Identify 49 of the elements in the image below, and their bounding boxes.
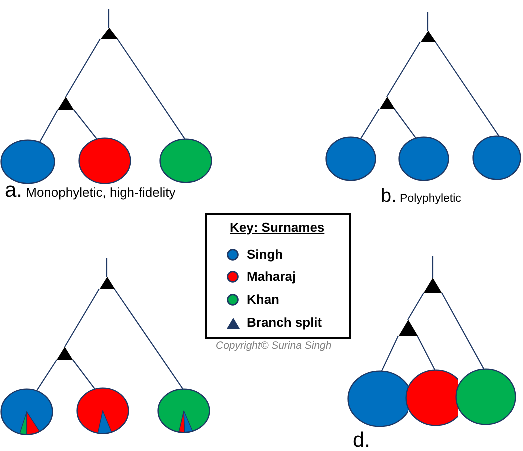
surname-pie-circle (157, 388, 211, 434)
panel-caption: a. Monophyletic, high-fidelity (5, 180, 176, 201)
panel-caption: d. (353, 430, 371, 451)
branch-split-marker (424, 278, 442, 293)
surname-circle (405, 369, 458, 427)
branch-line (114, 288, 184, 390)
branch-line (40, 110, 58, 143)
stem-line (427, 12, 429, 31)
surname-circle (472, 135, 522, 181)
legend-label: Singh (247, 247, 284, 263)
branch-line (66, 38, 101, 98)
branch-split-marker (100, 28, 118, 39)
surname-circle (0, 139, 56, 185)
branch-split-marker (380, 97, 394, 109)
surname-pie-circle (0, 388, 54, 436)
branch-line (72, 360, 96, 390)
stem-line (106, 258, 108, 277)
branch-line (360, 108, 380, 140)
panel-caption: b. Polyphyletic (381, 187, 462, 206)
branch-line (435, 42, 500, 136)
branch-line (417, 336, 436, 370)
legend-label: Khan (247, 292, 280, 308)
surname-circle (347, 370, 408, 428)
branch-line (382, 336, 399, 372)
branch-line (117, 38, 186, 140)
surname-pie-circle (76, 387, 130, 435)
branch-line (386, 42, 421, 98)
legend-label: Branch split (247, 315, 322, 331)
branch-line (408, 292, 424, 320)
branch-split-marker (100, 277, 114, 289)
branch-line (36, 360, 58, 392)
stem-line (432, 256, 434, 278)
surname-circle (398, 136, 450, 182)
branch-split-marker (58, 97, 74, 110)
branch-line (394, 108, 416, 138)
copyright-note: Copyright© Surina Singh (216, 341, 332, 352)
branch-split-marker (420, 31, 436, 42)
legend-label: Maharaj (247, 269, 296, 285)
surname-circle (325, 136, 377, 182)
branch-split-marker (57, 347, 73, 360)
branch-line (64, 288, 100, 348)
stem-line (108, 9, 110, 28)
branch-line (74, 110, 98, 140)
branch-split-marker (398, 320, 418, 336)
surname-circle (455, 368, 517, 426)
surname-circle (78, 137, 132, 185)
surname-circle (159, 138, 213, 184)
branch-line (442, 292, 484, 370)
legend-heading: Key: Surnames (230, 221, 325, 234)
